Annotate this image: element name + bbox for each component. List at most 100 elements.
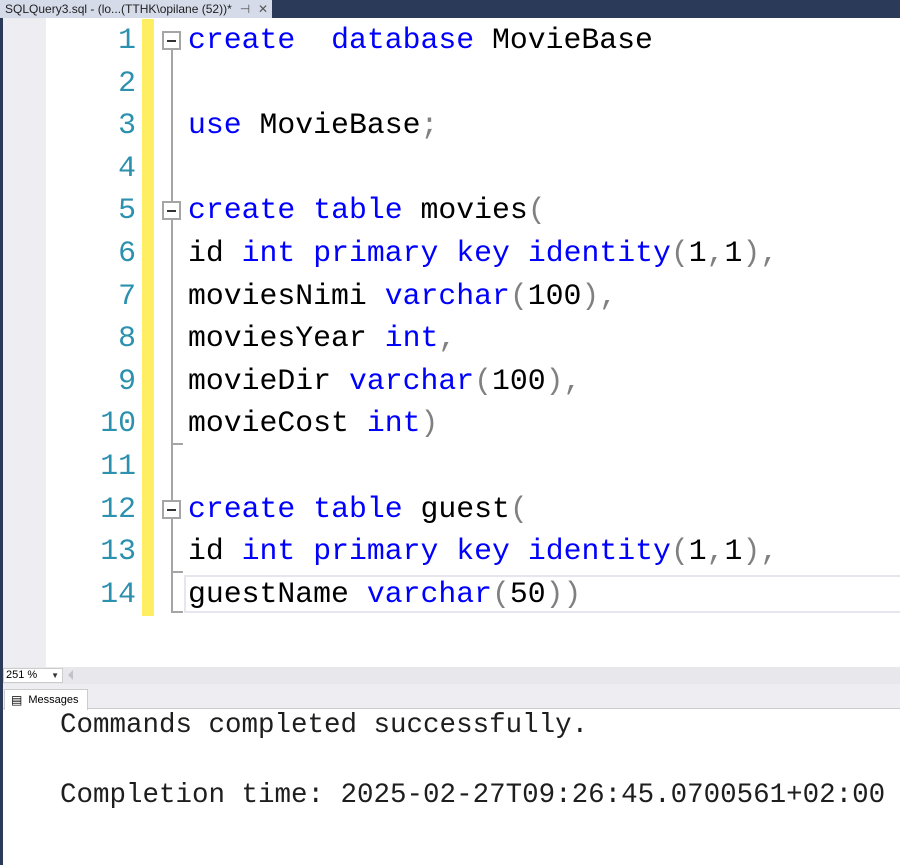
code-token: 50: [509, 576, 546, 611]
fold-guide-end: [171, 443, 183, 445]
messages-icon: ▤: [11, 693, 23, 707]
code-token: ;: [420, 108, 439, 143]
line-number: 5: [118, 193, 136, 228]
sql-keyword: table: [313, 193, 403, 228]
results-tab-bar: [3, 684, 900, 709]
code-token: [295, 492, 313, 526]
code-line[interactable]: create table movies(: [188, 189, 546, 232]
line-number: 12: [100, 491, 136, 526]
code-token: 100: [527, 278, 582, 313]
line-number: 6: [118, 236, 136, 270]
code-token: guestName: [188, 576, 367, 611]
sql-keyword: int: [241, 236, 296, 270]
code-token: ),: [742, 236, 779, 270]
code-token: (: [527, 193, 546, 228]
sql-keyword: primary: [313, 534, 439, 569]
sql-keyword: create: [188, 23, 296, 57]
sql-keyword: primary: [313, 236, 439, 270]
code-token: 100: [492, 363, 546, 398]
line-number: 14: [100, 576, 136, 611]
sql-keyword: key: [456, 534, 510, 569]
line-number: 10: [100, 406, 136, 441]
sql-keyword: int: [241, 534, 296, 569]
current-line-highlight: [184, 575, 900, 613]
sql-keyword: identity: [527, 534, 671, 569]
close-icon[interactable]: ✕: [257, 2, 269, 16]
sql-editor[interactable]: [46, 18, 900, 667]
code-token: [510, 236, 528, 270]
scroll-left-arrow-icon[interactable]: [68, 670, 73, 680]
message-line: Completion time: 2025-02-27T09:26:45.070…: [60, 780, 886, 811]
fold-guide-end: [171, 570, 183, 573]
line-number: 11: [100, 449, 136, 483]
editor-margin: [3, 18, 46, 667]
window-border: [0, 18, 3, 865]
zoom-dropdown[interactable]: 251 % ▼: [3, 668, 63, 683]
code-token: [510, 534, 528, 568]
code-token: guest: [402, 491, 510, 526]
line-number: 9: [118, 363, 136, 398]
collapse-icon[interactable]: [162, 201, 181, 221]
chevron-down-icon: ▼: [51, 671, 59, 680]
code-token: [295, 23, 331, 57]
code-token: moviesYear: [188, 321, 385, 356]
code-line[interactable]: create table guest(: [188, 488, 528, 531]
sql-keyword: int: [366, 406, 421, 441]
sql-keyword: database: [331, 23, 475, 57]
line-number: 3: [118, 108, 136, 143]
sql-keyword: create: [188, 193, 296, 228]
code-token: [295, 236, 313, 270]
code-token: ),: [742, 534, 779, 569]
code-token: ): [420, 406, 439, 441]
line-number: 2: [118, 65, 136, 100]
sql-keyword: varchar: [366, 576, 492, 611]
fold-guide: [171, 518, 173, 612]
code-line[interactable]: moviesYear int,: [188, 317, 456, 360]
change-tracking-bar: [142, 19, 154, 616]
code-line[interactable]: id int primary key identity(1,1),: [188, 530, 778, 573]
code-line[interactable]: create database MovieBase: [188, 19, 653, 62]
message-line: Commands completed successfully.: [60, 710, 589, 741]
code-line[interactable]: guestName varchar(50)): [188, 573, 581, 616]
sql-keyword: int: [384, 321, 439, 356]
code-line[interactable]: id int primary key identity(1,1),: [188, 232, 778, 275]
code-token: ,: [706, 236, 725, 270]
code-token: (: [509, 278, 528, 313]
code-token: (: [491, 576, 510, 611]
code-token: movieDir: [188, 363, 349, 398]
tab-messages[interactable]: ▤ Messages: [4, 689, 88, 710]
code-token: [438, 534, 456, 568]
sql-keyword: key: [456, 236, 510, 270]
sql-keyword: table: [313, 491, 403, 526]
code-token: ),: [545, 363, 582, 398]
document-tab-title: SQLQuery3.sql - (lo...(TTHK\opilane (52)…: [5, 2, 232, 16]
fold-guide: [171, 220, 173, 443]
line-number: 1: [118, 23, 136, 57]
code-token: (: [670, 236, 689, 270]
code-token: [438, 236, 456, 270]
code-line[interactable]: movieDir varchar(100),: [188, 360, 581, 403]
zoom-value: 251 %: [6, 669, 38, 681]
code-token: ,: [438, 321, 457, 356]
code-token: MovieBase: [474, 23, 653, 57]
line-number: 8: [118, 321, 136, 356]
code-line[interactable]: moviesNimi varchar(100),: [188, 275, 617, 318]
collapse-icon[interactable]: [162, 31, 181, 50]
collapse-icon[interactable]: [162, 499, 181, 519]
code-token: [295, 193, 313, 227]
code-line[interactable]: use MovieBase;: [188, 104, 438, 147]
sql-keyword: varchar: [348, 363, 475, 398]
tab-messages-label: Messages: [28, 694, 79, 706]
sql-keyword: varchar: [384, 278, 510, 313]
code-token: (: [474, 363, 492, 398]
code-token: (: [509, 491, 528, 526]
line-number: 13: [100, 534, 136, 569]
horizontal-scrollbar[interactable]: [3, 667, 900, 684]
code-line[interactable]: movieCost int): [188, 402, 438, 445]
document-tab[interactable]: SQLQuery3.sql - (lo...(TTHK\opilane (52)…: [0, 0, 272, 18]
pin-icon[interactable]: ⊣: [239, 2, 251, 16]
fold-guide-end: [171, 611, 183, 614]
code-token: id: [188, 236, 242, 270]
code-token: movieCost: [188, 406, 367, 441]
code-token: 1: [724, 236, 743, 270]
